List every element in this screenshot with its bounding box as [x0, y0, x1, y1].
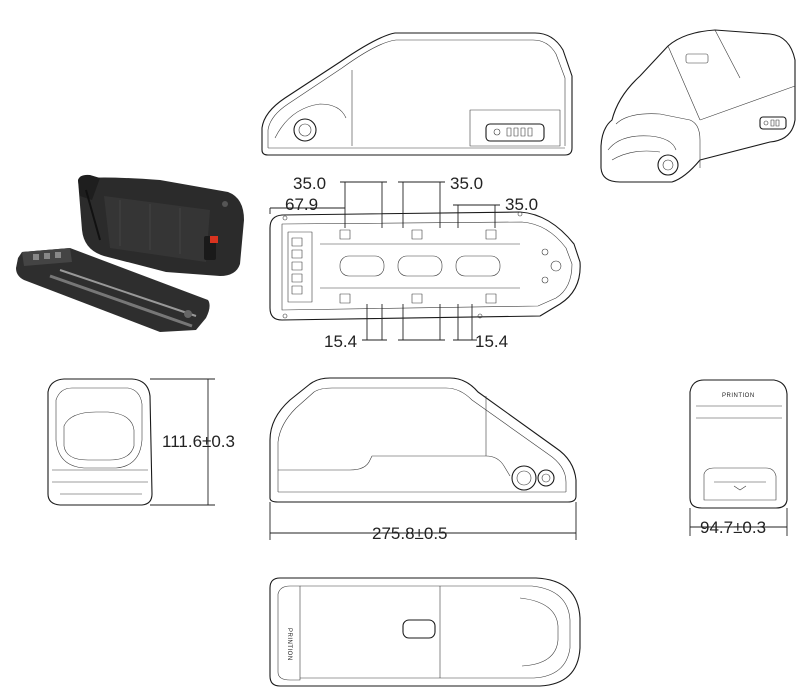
battery-photo — [16, 174, 244, 332]
dim-length: 275.8±0.5 — [372, 524, 448, 543]
dim-bottom-offset-right: 15.4 — [475, 332, 508, 351]
side-view-small — [261, 32, 573, 156]
dim-top-offset-right: 35.0 — [505, 195, 538, 214]
dim-top-offset-left: 67.9 — [285, 195, 318, 214]
top-brand-label: PRINTION — [286, 628, 292, 661]
top-view: PRINTION — [269, 577, 581, 687]
dim-bottom-offset-left: 15.4 — [324, 332, 357, 351]
dim-width: 94.7±0.3 — [700, 518, 766, 537]
front-view: 111.6±0.3 — [47, 378, 235, 506]
charge-indicator-icon — [485, 123, 545, 142]
side-view-main: 275.8±0.5 — [269, 377, 577, 543]
dim-top-pitch-right: 35.0 — [450, 174, 483, 193]
underside-view: 35.0 35.0 67.9 35.0 15.4 15.4 — [269, 174, 581, 351]
back-brand-label: PRINTION — [722, 393, 755, 399]
key-lock-icon — [293, 118, 317, 142]
dim-height: 111.6±0.3 — [162, 432, 235, 451]
back-view: PRINTION 94.7±0.3 — [689, 379, 788, 537]
iso-view — [600, 29, 796, 183]
dim-top-pitch-left: 35.0 — [293, 174, 326, 193]
